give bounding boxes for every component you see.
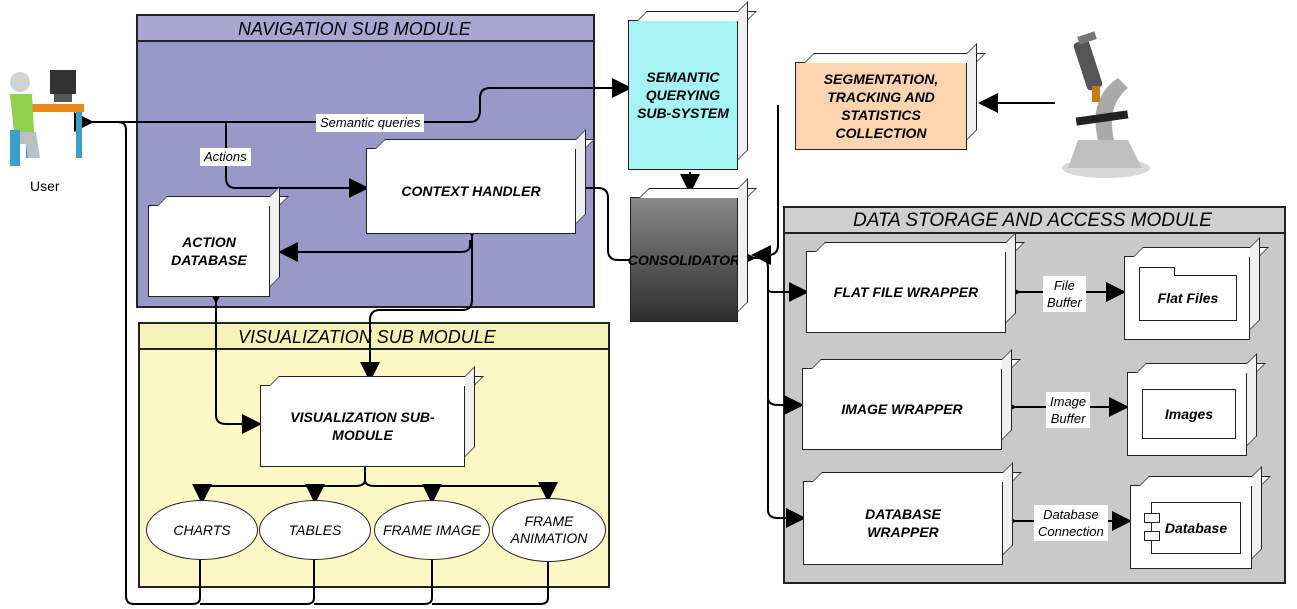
segmentation-consolidator-line (751, 105, 779, 265)
data-storage-module-title: DATA STORAGE AND ACCESS MODULE (785, 208, 1284, 234)
image-buffer-label: Image Buffer (1046, 392, 1091, 428)
output-charts: CHARTS (146, 500, 258, 560)
output-frame-image: FRAME IMAGE (374, 500, 490, 560)
segmentation-tracking-box: SEGMENTATION, TRACKING AND STATISTICS CO… (795, 62, 967, 150)
image-wrapper-box: IMAGE WRAPPER (802, 368, 1002, 450)
file-buffer-label: File Buffer (1043, 276, 1086, 312)
folder-icon: Flat Files (1139, 267, 1237, 321)
output-frame-animation: FRAME ANIMATION (492, 498, 606, 562)
flat-file-wrapper-box: FLAT FILE WRAPPER (806, 251, 1006, 333)
semantic-querying-subsystem: SEMANTIC QUERYING SUB-SYSTEM (628, 20, 738, 170)
database-label: Database (1164, 520, 1228, 536)
database-box: Database (1130, 485, 1252, 569)
images-box: Images (1127, 372, 1247, 456)
actions-label: Actions (200, 148, 251, 166)
flat-files-box: Flat Files (1124, 256, 1250, 340)
database-connection-label: Database Connection (1034, 505, 1108, 541)
component-icon: Database (1144, 502, 1241, 554)
navigation-module-title: NAVIGATION SUB MODULE (138, 16, 593, 42)
context-handler-box: CONTEXT HANDLER (366, 148, 576, 234)
microscope-icon (1062, 31, 1150, 178)
database-wrapper-box: DATABASE WRAPPER (803, 481, 1003, 565)
semantic-queries-label: Semantic queries (316, 114, 425, 132)
consolidator-box: CONSOLIDATOR (628, 197, 740, 322)
user-at-computer-icon (10, 70, 84, 166)
flat-files-label: Flat Files (1157, 290, 1219, 306)
action-database-box: ACTION DATABASE (148, 205, 270, 297)
document-icon: Images (1142, 389, 1236, 439)
output-tables: TABLES (259, 500, 371, 560)
visualization-submodule-box: VISUALIZATION SUB- MODULE (260, 385, 465, 467)
user-label: User (30, 178, 60, 194)
visualization-module-title: VISUALIZATION SUB MODULE (140, 324, 608, 350)
images-label: Images (1164, 406, 1214, 422)
